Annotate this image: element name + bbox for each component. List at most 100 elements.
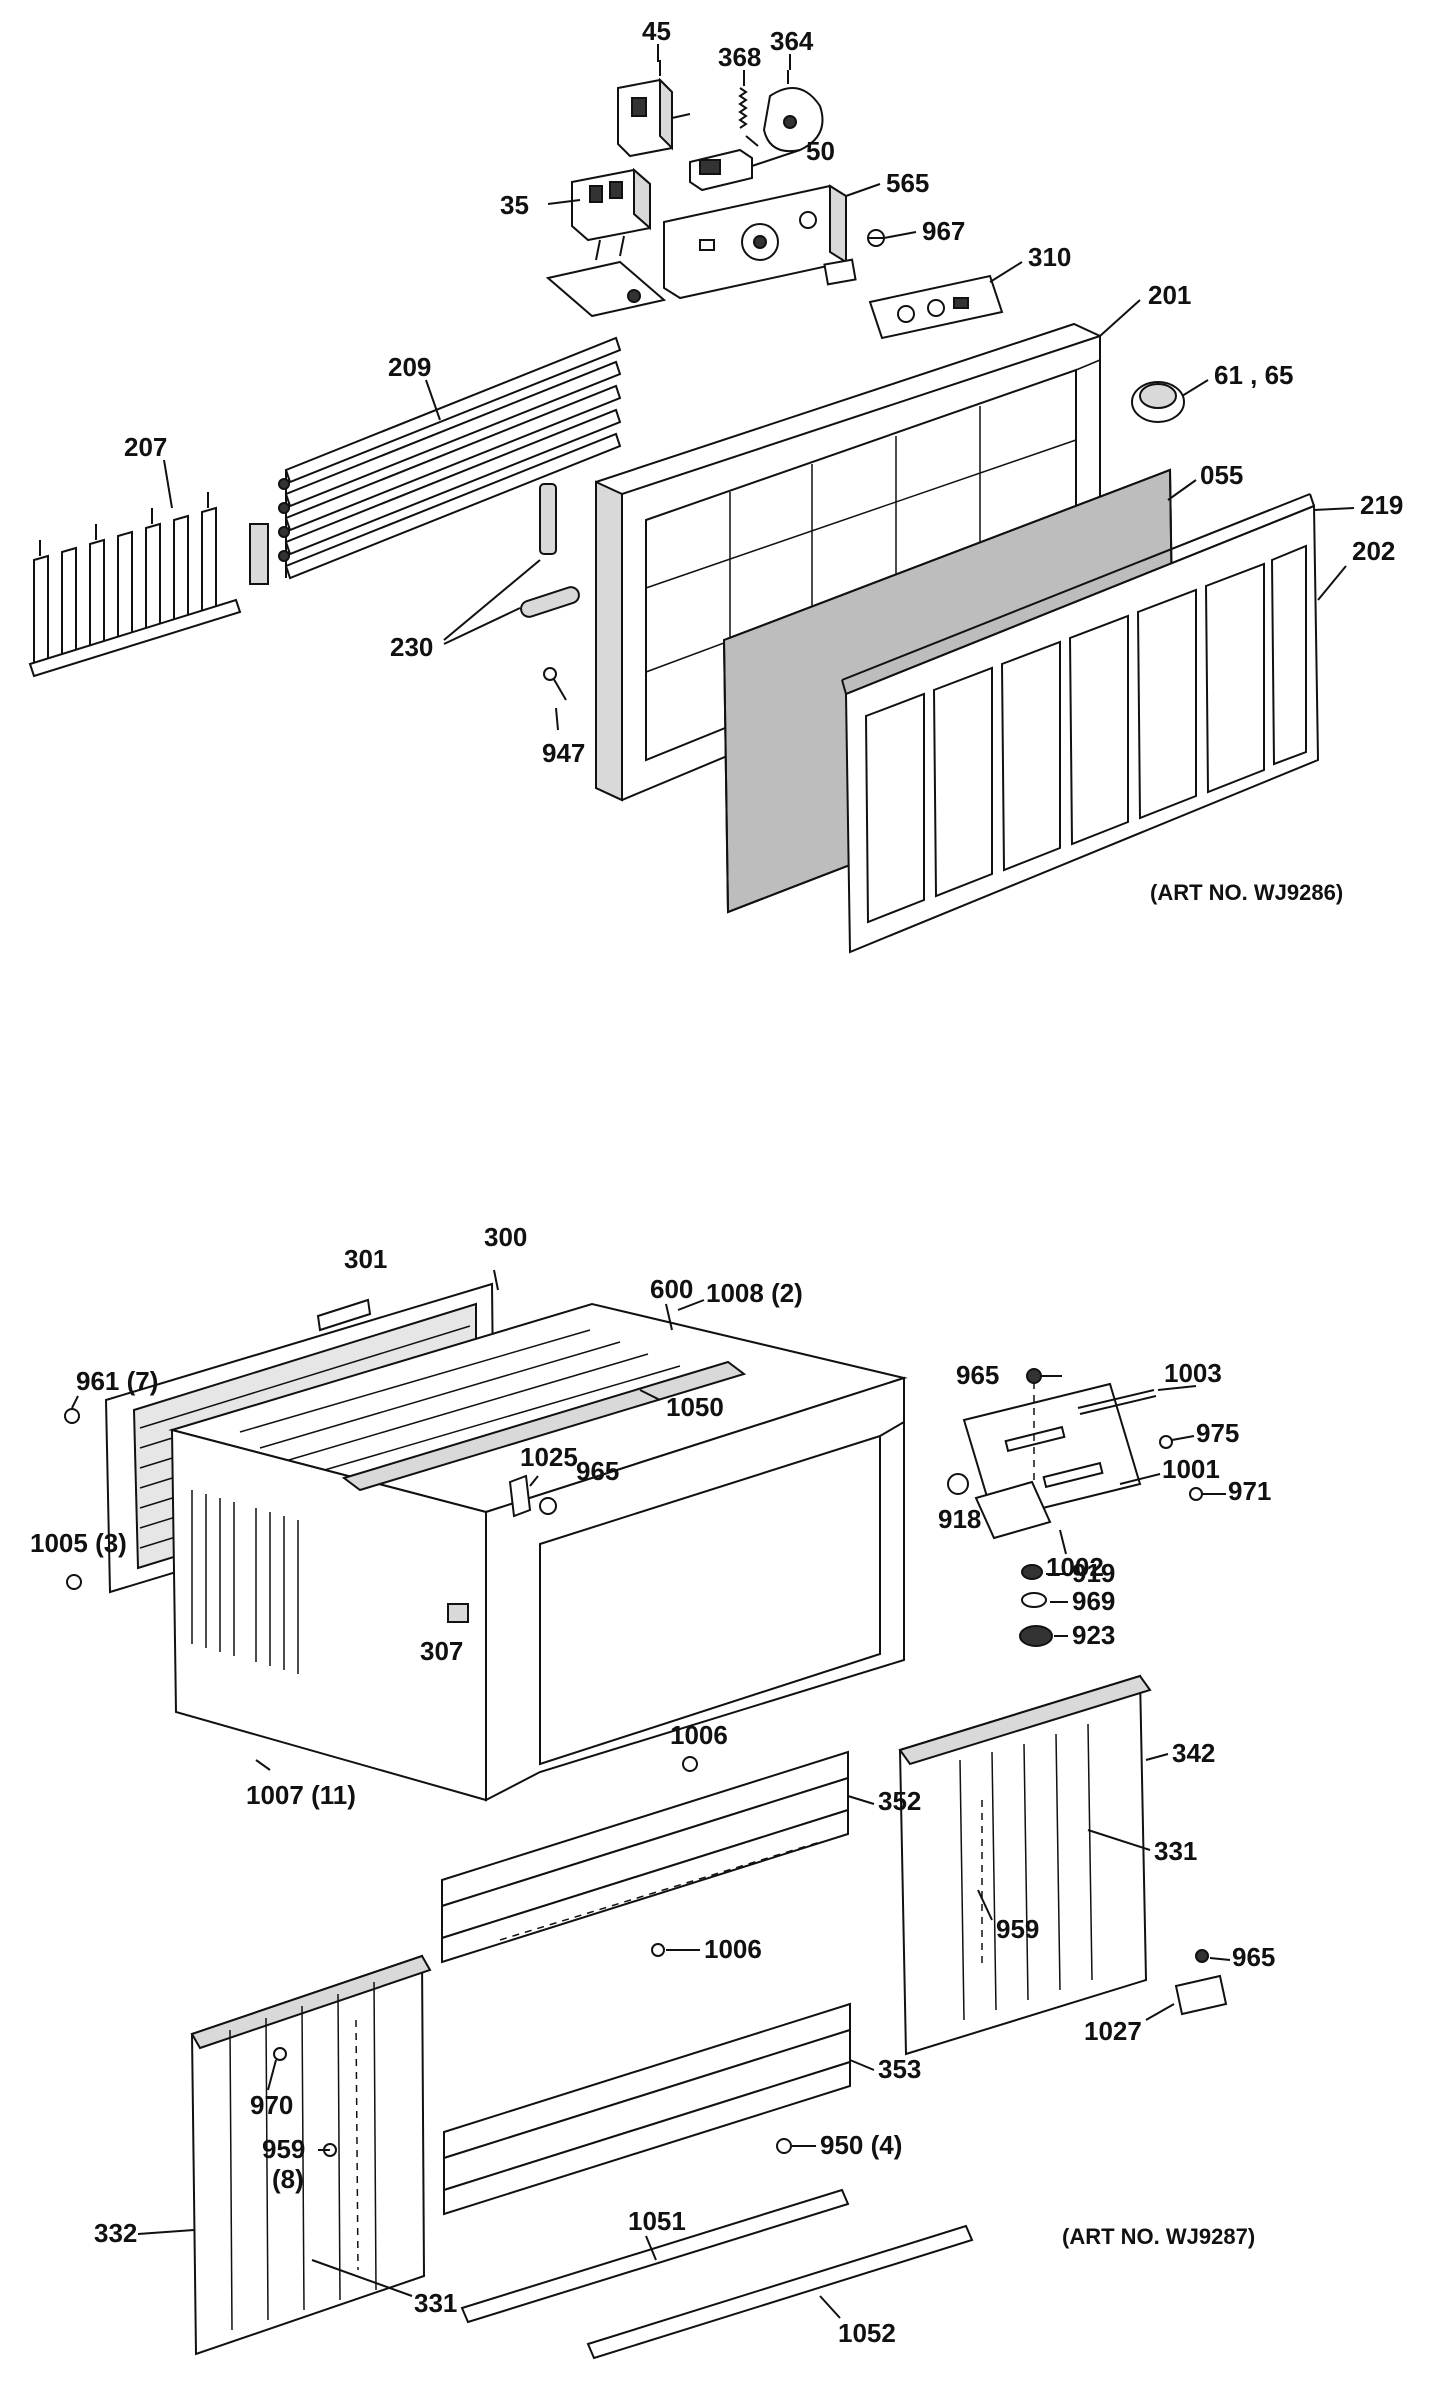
label-1052: 1052	[838, 2318, 896, 2348]
label-353: 353	[878, 2054, 921, 2084]
label-307: 307	[420, 1636, 463, 1666]
label-61-65: 61 , 65	[1214, 360, 1294, 390]
plate-hole	[627, 289, 641, 303]
label-342: 342	[1172, 1738, 1215, 1768]
part-565-control-bracket	[663, 184, 847, 300]
part-45-switch	[617, 60, 691, 158]
part-1050-strip	[341, 1360, 747, 1492]
label-8: (8)	[272, 2164, 304, 2194]
label-923: 923	[1072, 1620, 1115, 1650]
label-965-b: 965	[576, 1456, 619, 1486]
art-number-bottom: (ART NO. WJ9287)	[1062, 2224, 1255, 2249]
label-919: 919	[1072, 1558, 1115, 1588]
label-1008: 1008 (2)	[706, 1278, 803, 1308]
part-918-washer	[947, 1473, 969, 1495]
part-965-screw-b	[1026, 1368, 1042, 1384]
label-600: 600	[650, 1274, 693, 1304]
part-950-screw	[776, 2138, 792, 2154]
part-209-louver-assembly	[278, 336, 622, 580]
label-300: 300	[484, 1222, 527, 1252]
part-202-front-grille	[841, 493, 1320, 954]
part-230-pins	[520, 483, 580, 618]
label-1025: 1025	[520, 1442, 578, 1472]
label-969: 969	[1072, 1586, 1115, 1616]
part-1006-screw-a	[682, 1756, 698, 1772]
part-364-cam	[762, 70, 824, 152]
part-947-screw	[543, 667, 567, 701]
label-202: 202	[1352, 536, 1395, 566]
label-332: 332	[94, 2218, 137, 2248]
part-969-bolt	[1021, 1592, 1047, 1608]
small-bezel	[823, 258, 857, 286]
label-565: 565	[886, 168, 929, 198]
label-918: 918	[938, 1504, 981, 1534]
part-967-screw	[867, 229, 885, 247]
part-352-channel	[441, 1750, 849, 1964]
label-1007: 1007 (11)	[246, 1780, 356, 1810]
part-970-screw	[273, 2047, 287, 2061]
part-332-side-curtain	[190, 1954, 432, 2356]
part-919-nut	[1021, 1564, 1043, 1580]
part-961-fastener	[64, 1408, 80, 1424]
part-1027-bracket	[1174, 1974, 1228, 2016]
part-1001-mounting-bracket	[962, 1382, 1157, 1540]
label-959-a: 959	[996, 1914, 1039, 1944]
label-1002: 1002	[1046, 1552, 1104, 1582]
part-1006-screw-b	[651, 1943, 665, 1957]
louver-connector	[249, 523, 269, 585]
top-leader-lines	[163, 44, 1355, 731]
label-201: 201	[1148, 280, 1191, 310]
label-967: 967	[922, 216, 965, 246]
label-959-b: 959	[262, 2134, 305, 2164]
part-342-side-curtain	[898, 1674, 1152, 2056]
part-35-switch	[571, 167, 651, 261]
part-368-spring	[738, 87, 759, 147]
label-45: 45	[642, 16, 671, 46]
label-950: 950 (4)	[820, 2130, 902, 2160]
label-209: 209	[388, 352, 431, 382]
part-600-cabinet	[168, 1302, 908, 1802]
bottom-leader-lines	[71, 1269, 1231, 2319]
label-207: 207	[124, 432, 167, 462]
label-971: 971	[1228, 1476, 1271, 1506]
part-61-65-knob	[1131, 381, 1185, 423]
label-965-c: 965	[1232, 1942, 1275, 1972]
part-1025-clip	[508, 1474, 532, 1518]
label-975: 975	[1196, 1418, 1239, 1448]
label-35: 35	[500, 190, 529, 220]
label-368: 368	[718, 42, 761, 72]
label-965-a: 965	[956, 1360, 999, 1390]
label-1050: 1050	[666, 1392, 724, 1422]
label-1003: 1003	[1164, 1358, 1222, 1388]
part-1052-strip	[586, 2224, 974, 2360]
bottom-diagram: 301 300 600 1008 (2) 961 (7) 1050 965 10…	[30, 1222, 1275, 2360]
label-947: 947	[542, 738, 585, 768]
part-301-label	[316, 1298, 372, 1332]
label-1051: 1051	[628, 2206, 686, 2236]
part-207-vertical-louvers	[28, 492, 242, 678]
art-number-top: (ART NO. WJ9286)	[1150, 880, 1343, 905]
label-331-a: 331	[1154, 1836, 1197, 1866]
label-310: 310	[1028, 242, 1071, 272]
part-50-switch	[689, 148, 753, 192]
part-1007-screw	[255, 1759, 271, 1771]
part-965-screw-a	[539, 1497, 557, 1515]
part-975-screw	[1159, 1435, 1173, 1449]
label-1027: 1027	[1084, 2016, 1142, 2046]
part-965-screw-c	[1195, 1949, 1209, 1963]
part-201-front-frame	[595, 322, 1101, 802]
label-352: 352	[878, 1786, 921, 1816]
label-364: 364	[770, 26, 814, 56]
label-970: 970	[250, 2090, 293, 2120]
part-307-grommet	[447, 1603, 469, 1623]
part-310-nameplate	[868, 274, 1004, 340]
label-301: 301	[344, 1244, 387, 1274]
label-331-b: 331	[414, 2288, 457, 2318]
label-50: 50	[806, 136, 835, 166]
part-353-channel	[443, 2002, 851, 2216]
label-055: 055	[1200, 460, 1243, 490]
label-1005: 1005 (3)	[30, 1528, 127, 1558]
label-219: 219	[1360, 490, 1403, 520]
label-1001: 1001	[1162, 1454, 1220, 1484]
decal-plate	[545, 260, 667, 318]
